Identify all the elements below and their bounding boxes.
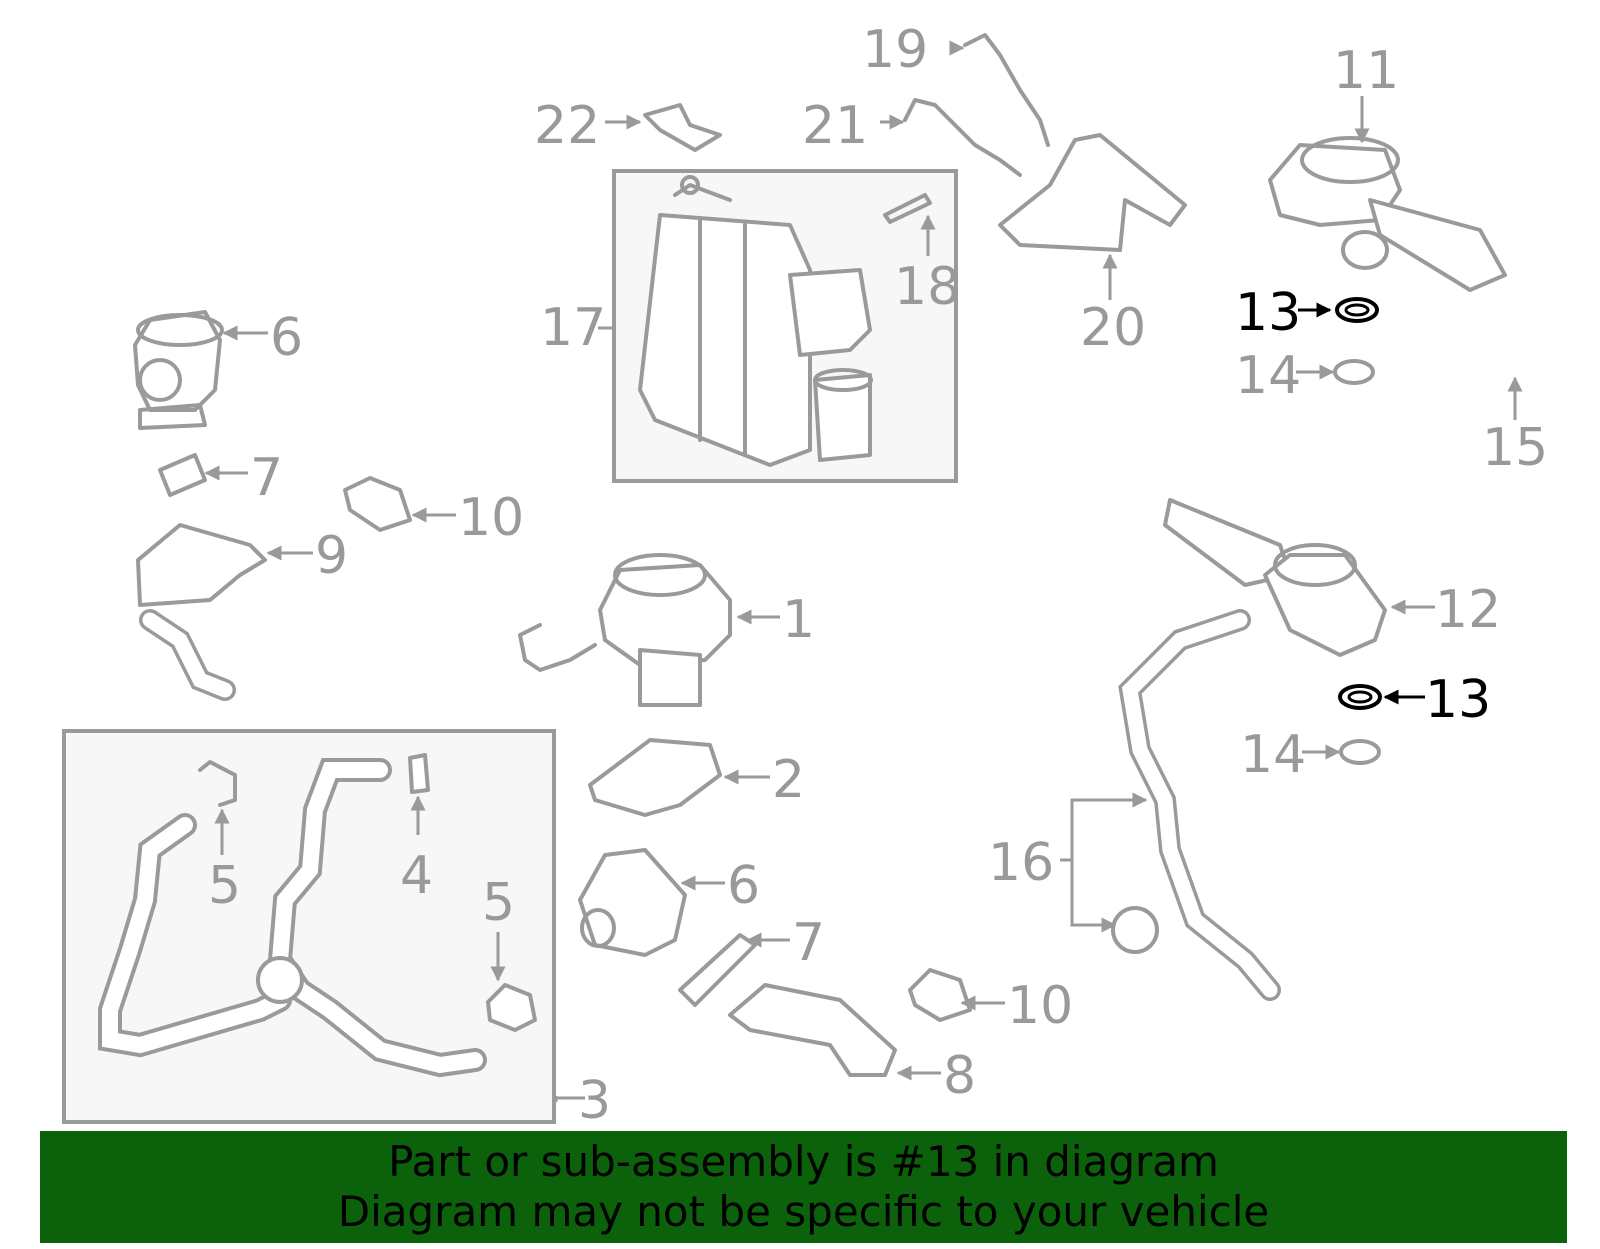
label-part-10-top: 10: [458, 488, 524, 548]
part-3-hose-assembly: [98, 758, 487, 1078]
part-15-hose: [1316, 308, 1520, 522]
part-17-canister: [638, 175, 873, 467]
label-part-14-top: 14: [1235, 346, 1301, 406]
info-banner: Part or sub-assembly is #13 in diagram D…: [40, 1131, 1567, 1243]
label-part-20: 20: [1080, 298, 1146, 358]
part-9-pipe: [136, 523, 267, 701]
part-2-gasket: [588, 738, 722, 817]
label-part-2: 2: [772, 750, 805, 810]
part-16-cap: [1111, 906, 1159, 954]
part-19-sensor: [963, 33, 1050, 147]
label-part-14-bottom: 14: [1240, 725, 1306, 785]
label-part-6-bottom: 6: [727, 856, 760, 916]
part-14-seal-bottom: [1339, 739, 1381, 765]
label-part-16: 16: [988, 833, 1054, 893]
label-part-4: 4: [400, 846, 433, 906]
label-part-13-top: 13: [1235, 283, 1301, 343]
leader-lines: [204, 40, 1523, 1102]
label-part-13-bottom: 13: [1425, 670, 1491, 730]
label-part-8: 8: [943, 1046, 976, 1106]
part-20-bracket: [998, 133, 1187, 252]
part-10-flange-bottom: [908, 968, 972, 1022]
part-6-valve-bottom: [578, 848, 687, 957]
label-part-9: 9: [315, 526, 348, 586]
label-part-5-left: 5: [208, 856, 241, 916]
part-12-valve: [1163, 498, 1387, 657]
label-part-7-bottom: 7: [792, 913, 825, 973]
part-7-gasket-top: [158, 453, 207, 497]
label-part-3: 3: [578, 1071, 611, 1131]
part-7-gasket-bottom: [678, 933, 757, 1007]
part-21-sensor: [903, 98, 1022, 177]
label-part-21: 21: [802, 96, 868, 156]
part-4-clip: [408, 753, 430, 794]
label-part-10-bottom: 10: [1007, 976, 1073, 1036]
label-part-1: 1: [782, 590, 815, 650]
part-13-seal-bottom: [1338, 684, 1382, 710]
part-22-bracket: [643, 103, 722, 152]
label-part-22: 22: [534, 96, 600, 156]
part-11-valve: [1268, 136, 1507, 292]
label-part-7-top: 7: [250, 448, 283, 508]
label-part-12: 12: [1435, 580, 1501, 640]
part-8-pipe: [728, 983, 897, 1077]
part-18-pin: [883, 193, 932, 224]
label-part-15: 15: [1482, 418, 1548, 478]
part-5-clamp-bottom: [486, 983, 537, 1032]
part-5-clamp-top: [198, 760, 237, 807]
banner-line-1: Part or sub-assembly is #13 in diagram: [388, 1137, 1219, 1186]
part-14-seal-top: [1333, 359, 1375, 385]
part-6-valve-top: [133, 310, 224, 430]
label-part-18: 18: [894, 257, 960, 317]
part-10-flange-top: [343, 476, 412, 532]
part-13-seal-top: [1335, 297, 1379, 323]
label-part-11: 11: [1333, 41, 1399, 101]
label-part-6-top: 6: [270, 308, 303, 368]
label-part-19: 19: [862, 20, 928, 80]
banner-line-2: Diagram may not be specific to your vehi…: [337, 1187, 1270, 1236]
label-part-5-right: 5: [482, 873, 515, 933]
part-1-air-pump: [518, 553, 732, 707]
label-part-17: 17: [540, 298, 606, 358]
